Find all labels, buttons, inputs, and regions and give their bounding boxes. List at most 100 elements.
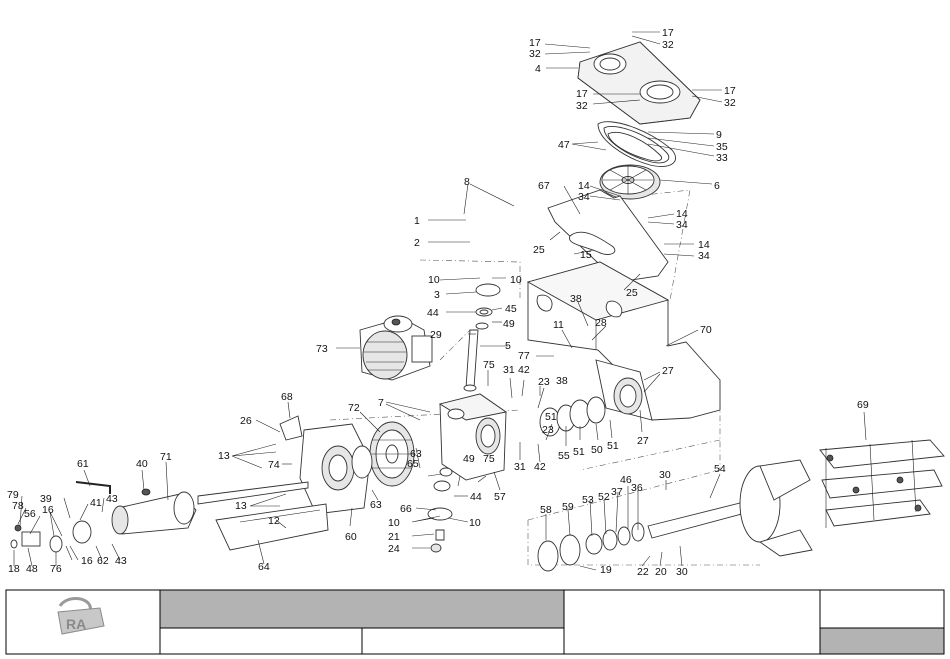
callout-32: 32 — [724, 97, 736, 109]
title-block-code-field — [819, 627, 945, 655]
callout-27: 27 — [637, 435, 649, 447]
callout-46: 46 — [620, 474, 632, 486]
callout-13: 13 — [218, 450, 230, 462]
callout-72: 72 — [348, 402, 360, 414]
callout-48: 48 — [26, 563, 38, 575]
callout-16: 16 — [81, 555, 93, 567]
callout-10: 10 — [510, 274, 522, 286]
callout-2: 2 — [414, 237, 420, 249]
callout-45: 45 — [505, 303, 517, 315]
logo-text: RA — [66, 616, 86, 632]
callout-61: 61 — [77, 458, 89, 470]
callout-4: 4 — [535, 63, 541, 75]
callout-10: 10 — [469, 517, 481, 529]
callout-21: 21 — [388, 531, 400, 543]
callout-55: 55 — [558, 450, 570, 462]
callout-11: 11 — [553, 319, 564, 331]
top-cover — [577, 41, 701, 125]
callout-43: 43 — [115, 555, 127, 567]
callout-34: 34 — [676, 219, 688, 231]
callout-17: 17 — [529, 37, 541, 49]
callout-28: 28 — [595, 317, 607, 329]
callout-40: 40 — [136, 458, 148, 470]
callout-34: 34 — [578, 191, 590, 203]
callout-59: 59 — [562, 501, 574, 513]
callout-17: 17 — [724, 85, 736, 97]
callout-51: 51 — [607, 440, 619, 452]
callout-57: 57 — [494, 491, 506, 503]
callout-54: 54 — [714, 463, 726, 475]
callout-24: 24 — [388, 543, 400, 555]
callout-17: 17 — [576, 88, 588, 100]
callout-10: 10 — [428, 274, 440, 286]
callout-51: 51 — [573, 446, 585, 458]
callout-68: 68 — [281, 391, 293, 403]
callout-8: 8 — [464, 176, 470, 188]
callout-38: 38 — [570, 293, 582, 305]
callout-58: 58 — [540, 504, 552, 516]
callout-30: 30 — [676, 566, 688, 578]
callout-56: 56 — [24, 508, 36, 520]
callout-69: 69 — [857, 399, 869, 411]
vertical-shaft — [463, 283, 501, 392]
callout-76: 76 — [50, 563, 62, 575]
callout-18: 18 — [8, 563, 20, 575]
callout-32: 32 — [529, 48, 541, 60]
callout-25: 25 — [626, 287, 638, 299]
callout-29: 29 — [430, 329, 442, 341]
callout-75: 75 — [483, 359, 495, 371]
callout-33: 33 — [716, 152, 728, 164]
callout-15: 15 — [580, 249, 592, 261]
callout-73: 73 — [316, 343, 328, 355]
callout-26: 26 — [240, 415, 252, 427]
guard-cover — [215, 503, 329, 551]
callout-14: 14 — [698, 239, 710, 251]
callout-64: 64 — [258, 561, 270, 573]
callout-42: 42 — [518, 364, 530, 376]
callout-1: 1 — [414, 215, 420, 227]
callout-10: 10 — [388, 517, 400, 529]
title-block-title-field — [159, 589, 565, 629]
motor — [359, 315, 433, 381]
callout-62: 62 — [97, 555, 109, 567]
callout-53: 53 — [582, 494, 594, 506]
callout-75: 75 — [483, 453, 495, 465]
callout-47: 47 — [558, 139, 570, 151]
callout-39: 39 — [40, 493, 52, 505]
callout-71: 71 — [160, 451, 172, 463]
callout-32: 32 — [576, 100, 588, 112]
callout-6: 6 — [714, 180, 720, 192]
callout-5: 5 — [505, 340, 511, 352]
callout-50: 50 — [591, 444, 603, 456]
pulley — [599, 164, 661, 200]
callout-31: 31 — [514, 461, 526, 473]
bearing-rings — [433, 396, 645, 572]
callout-44: 44 — [427, 307, 439, 319]
callout-67: 67 — [538, 180, 550, 192]
callout-49: 49 — [463, 453, 475, 465]
callout-9: 9 — [716, 129, 722, 141]
callout-12: 12 — [268, 515, 280, 527]
gearbox-housing — [438, 393, 508, 481]
long-shaft-assembly — [111, 481, 309, 535]
callout-34: 34 — [698, 250, 710, 262]
callout-65: 65 — [407, 458, 419, 470]
callout-3: 3 — [434, 289, 440, 301]
callout-14: 14 — [676, 208, 688, 220]
rotor-shaft — [647, 459, 813, 557]
main-housing — [526, 261, 721, 421]
callout-32: 32 — [662, 39, 674, 51]
leader-lines — [13, 31, 867, 571]
callout-74: 74 — [268, 459, 280, 471]
callout-22: 22 — [637, 566, 649, 578]
title-block — [5, 589, 945, 655]
callout-30: 30 — [659, 469, 671, 481]
big-gear — [369, 421, 415, 487]
flange-plate — [299, 423, 373, 515]
callout-52: 52 — [598, 491, 610, 503]
belt-guard-plate — [547, 189, 669, 283]
callout-31: 31 — [503, 364, 515, 376]
callout-19: 19 — [600, 564, 612, 576]
callout-79: 79 — [7, 489, 19, 501]
